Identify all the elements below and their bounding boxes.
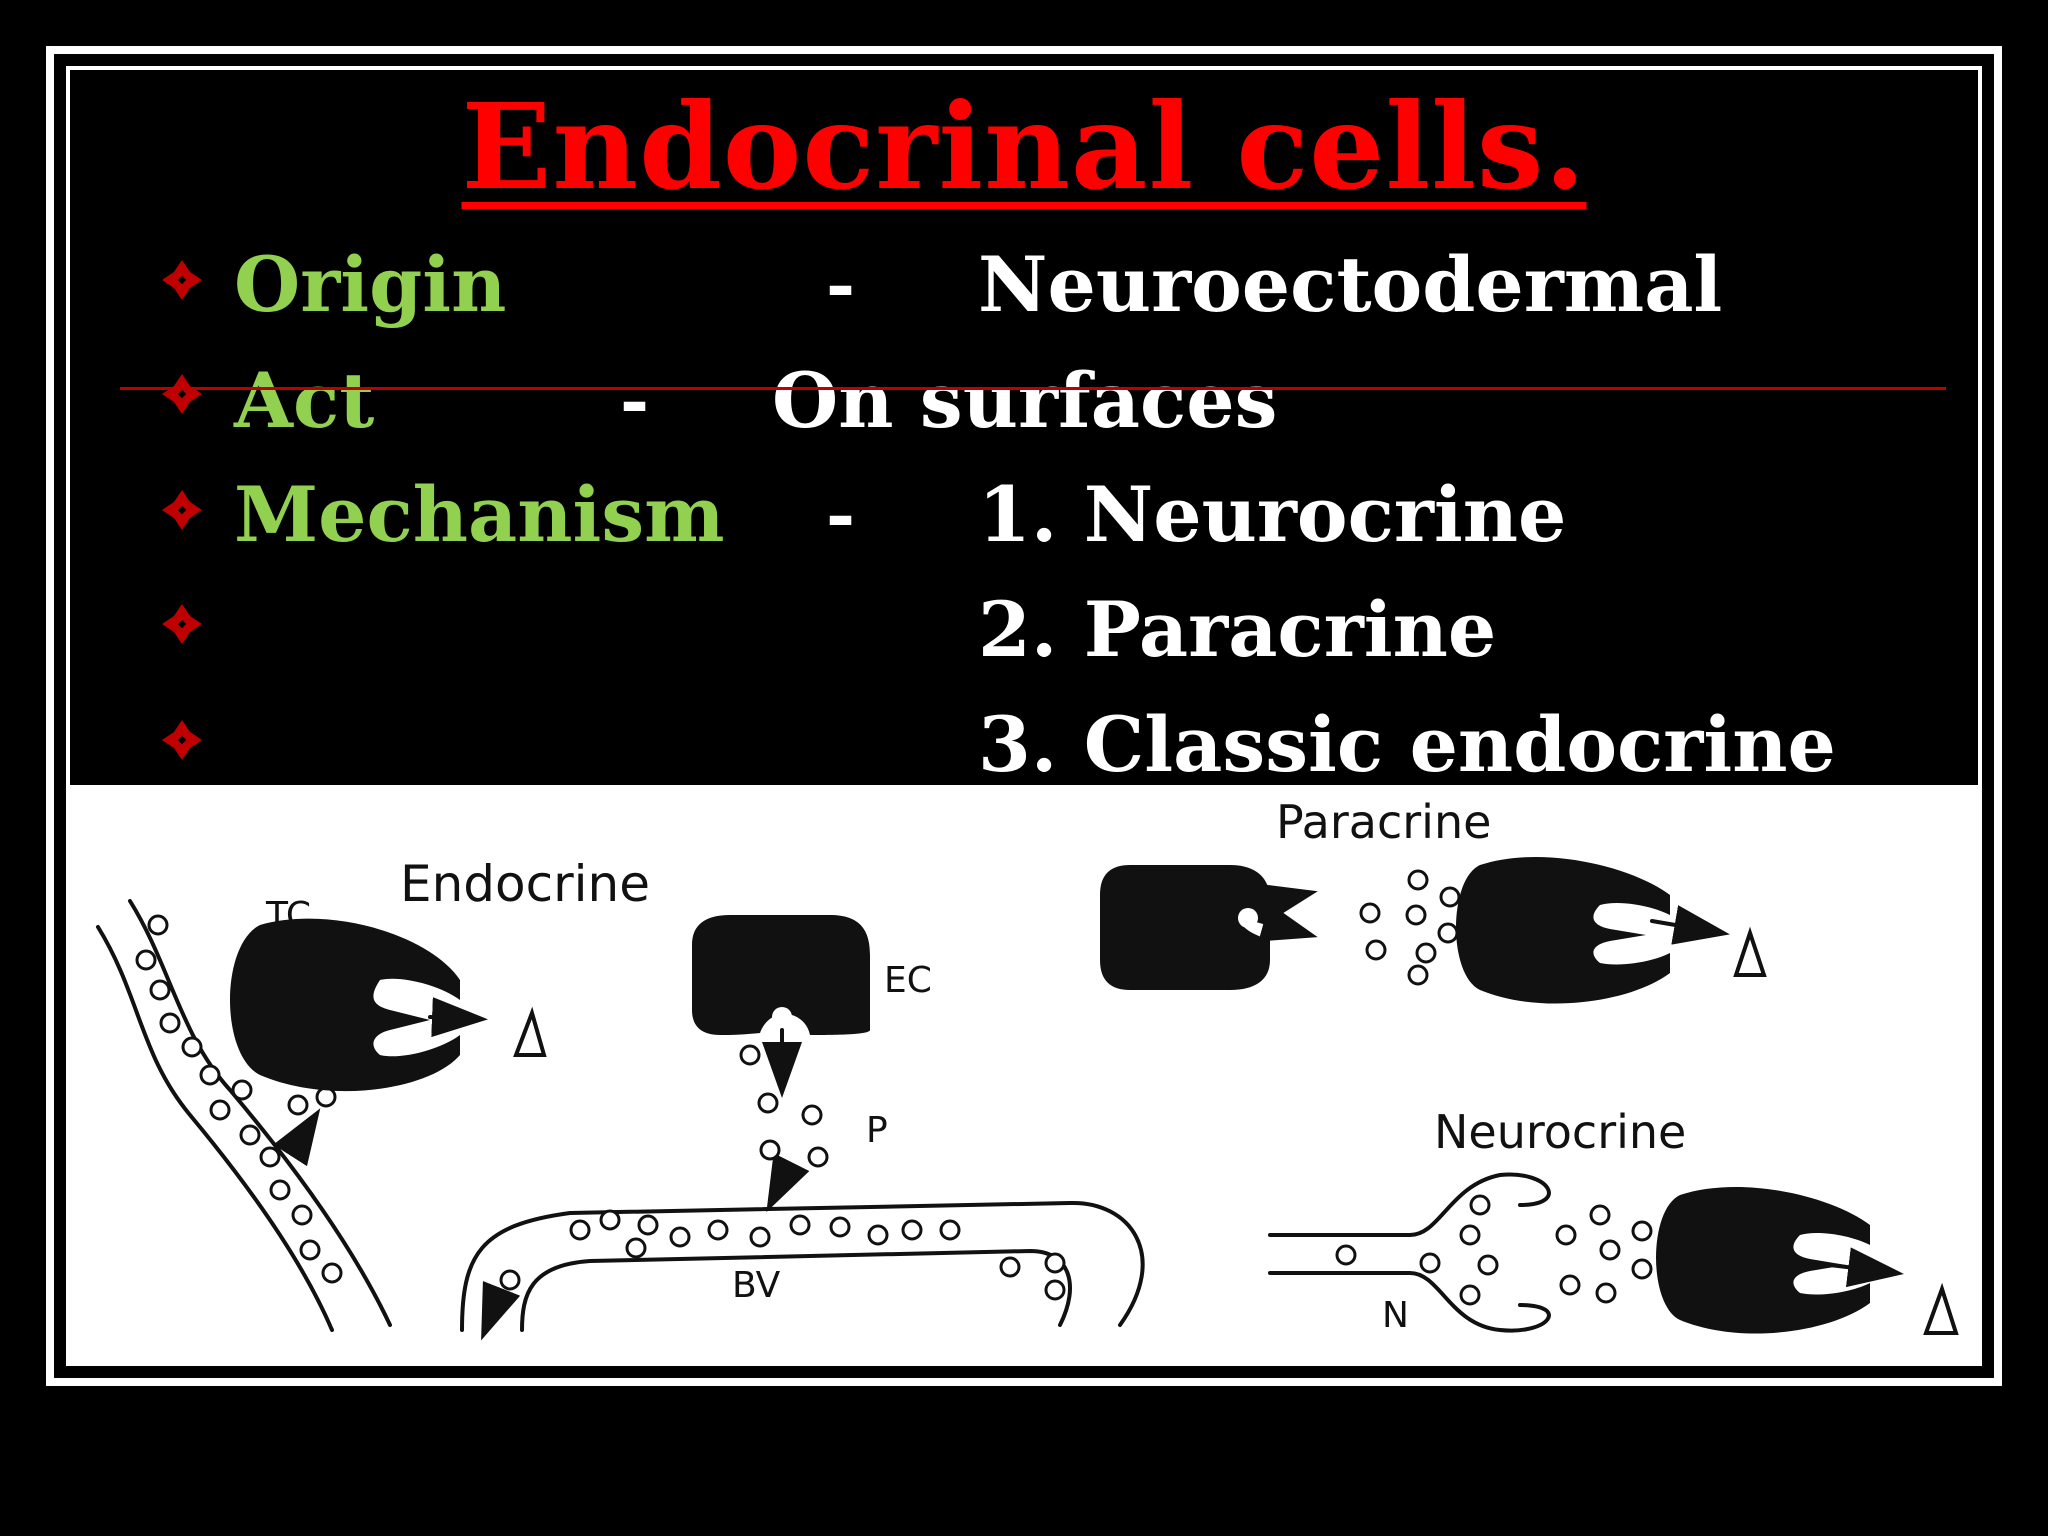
red-rule-line xyxy=(120,387,1946,390)
target-cell-icon xyxy=(230,918,460,1092)
bv-outer-wall xyxy=(460,1200,1145,1332)
diamond-bullet-icon xyxy=(162,490,202,530)
paracrine-source-cell-icon xyxy=(1100,865,1270,990)
act-label: Act xyxy=(234,356,375,445)
mechanism-value-2: 2. Paracrine xyxy=(978,585,1497,674)
mechanism-value-3: 3. Classic endocrine xyxy=(978,700,1836,789)
origin-value: Neuroectodermal xyxy=(978,240,1723,329)
act-dash: - xyxy=(620,359,650,442)
slide-title: Endocrinal cells. xyxy=(461,77,1587,216)
tc-label: TC xyxy=(266,895,312,936)
receptor-icon xyxy=(1733,926,1767,977)
endocrine-cell-icon xyxy=(692,915,870,1035)
vessel-wall-right xyxy=(128,899,392,1327)
target-cell-icon xyxy=(1456,856,1670,1004)
bv-inner-wall xyxy=(520,1248,1072,1332)
receptor-icon xyxy=(1923,1282,1959,1335)
paracrine-diagram-title: Paracrine xyxy=(1276,795,1492,849)
origin-label: Origin xyxy=(234,240,507,329)
origin-dash: - xyxy=(826,243,856,326)
act-value: On surfaces xyxy=(772,356,1278,445)
target-cell-icon xyxy=(1656,1186,1870,1334)
mechanism-dash: - xyxy=(826,473,856,556)
diamond-bullet-icon xyxy=(162,374,202,414)
slide-inner-border xyxy=(66,66,1982,1366)
slide-outer-border xyxy=(46,46,2002,1386)
p-label: P xyxy=(866,1110,888,1151)
mechanism-label: Mechanism xyxy=(234,470,725,559)
diamond-bullet-icon xyxy=(162,604,202,644)
endocrine-diagram-title: Endocrine xyxy=(400,855,650,913)
axon-lower xyxy=(1268,1271,1551,1333)
diamond-bullet-icon xyxy=(162,260,202,300)
n-label: N xyxy=(1382,1295,1409,1336)
vessel-wall-left xyxy=(96,925,334,1332)
diamond-bullet-icon xyxy=(162,720,202,760)
secretion-diagram: Endocrine Paracrine Neurocrine TC EC P B… xyxy=(70,785,1978,1362)
ec-label: EC xyxy=(884,960,932,1001)
secretion-diagram-drawing xyxy=(96,856,1959,1341)
receptor-icon xyxy=(513,1006,547,1057)
neurocrine-diagram-title: Neurocrine xyxy=(1434,1105,1687,1159)
mechanism-value-1: 1. Neurocrine xyxy=(978,470,1567,559)
axon-upper xyxy=(1268,1172,1551,1237)
bv-label: BV xyxy=(732,1265,781,1306)
